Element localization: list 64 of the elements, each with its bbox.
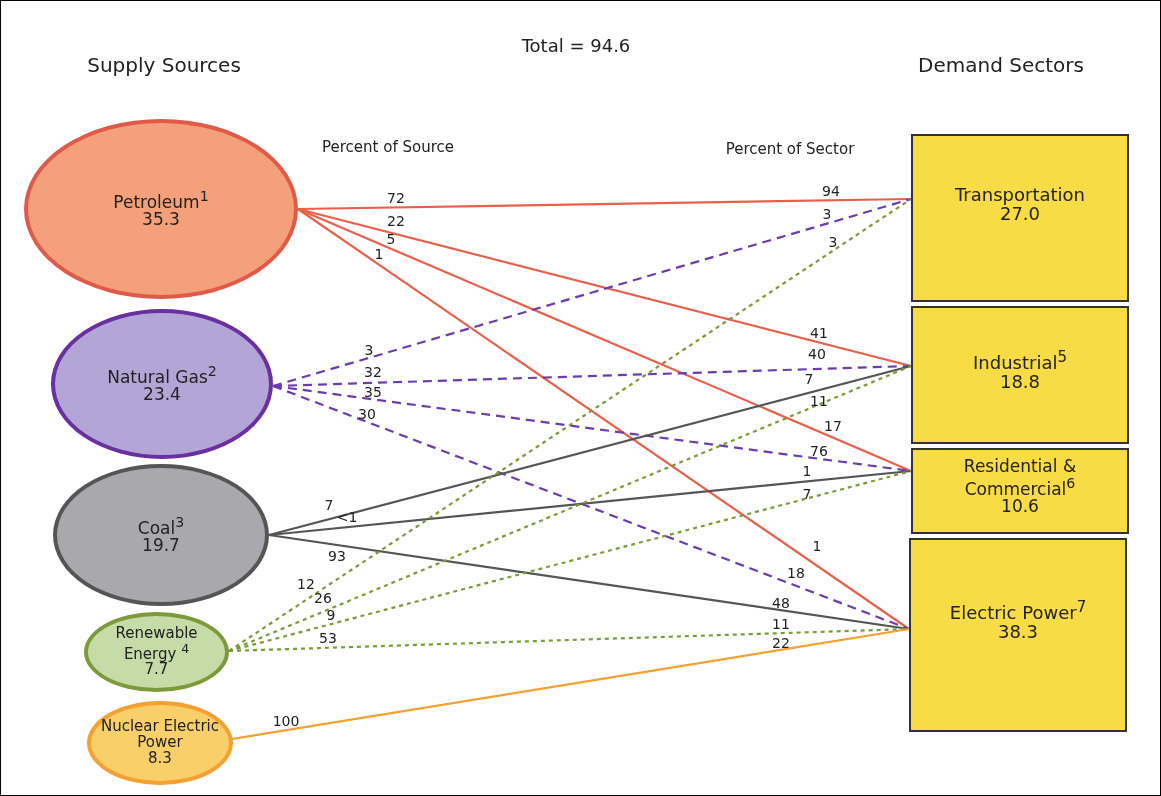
node-label: Industrial$^{5}$ bbox=[973, 350, 1067, 373]
connector-line bbox=[298, 197, 911, 211]
percent-label: 41 bbox=[810, 325, 828, 341]
connector-line bbox=[272, 384, 910, 631]
percent-label: 7 bbox=[804, 371, 814, 387]
edge-label: 9 bbox=[326, 607, 336, 623]
value-label: 27.0 bbox=[999, 204, 1041, 224]
value-label: 35.3 bbox=[142, 211, 180, 230]
percent-label: 17 bbox=[824, 418, 842, 434]
edge-label: 30 bbox=[358, 406, 376, 422]
percent-label: 11 bbox=[810, 393, 828, 409]
percent-label: 11 bbox=[772, 616, 790, 632]
sector-box bbox=[909, 538, 1127, 732]
value-label: 38.3 bbox=[997, 622, 1039, 642]
percent-label: 94 bbox=[822, 183, 840, 199]
edge-label: 5 bbox=[386, 231, 396, 247]
percent-label: 1 bbox=[802, 463, 812, 479]
percent-label: 3 bbox=[822, 206, 832, 222]
edge-label: 93 bbox=[328, 548, 346, 564]
edge-label: 35 bbox=[364, 384, 382, 400]
edge-label: 53 bbox=[319, 630, 337, 646]
percent-label: 7 bbox=[802, 486, 812, 502]
node-label: Transportation bbox=[955, 186, 1085, 205]
column-heading: Supply Sources bbox=[87, 53, 241, 77]
edge-label: 3 bbox=[364, 342, 374, 358]
node-label: Natural Gas$^{2}$ bbox=[107, 363, 217, 387]
edge-label: 26 bbox=[314, 590, 332, 606]
percent-label: 18 bbox=[787, 565, 805, 581]
axis-note: Percent of Sector bbox=[725, 140, 855, 158]
column-heading: Demand Sectors bbox=[918, 53, 1084, 77]
connector-line bbox=[297, 208, 910, 630]
sector-box bbox=[911, 448, 1129, 534]
value-label: 10.6 bbox=[1001, 498, 1039, 517]
value-label: 7.7 bbox=[144, 662, 169, 679]
percent-label: 1 bbox=[812, 538, 822, 554]
node-label: Coal$^{3}$ bbox=[137, 514, 185, 538]
value-label: 19.7 bbox=[142, 537, 180, 556]
diagram-title: Total = 94.6 bbox=[521, 34, 631, 56]
edge-label: 1 bbox=[374, 246, 384, 262]
node-label: Electric Power$^{7}$ bbox=[949, 600, 1087, 623]
percent-label: 22 bbox=[772, 635, 790, 651]
edge-label: 100 bbox=[272, 713, 300, 729]
edge-label: 72 bbox=[387, 190, 405, 206]
axis-note: Percent of Source bbox=[322, 138, 454, 156]
connector-line bbox=[228, 198, 912, 652]
connector-line bbox=[272, 197, 912, 388]
node-label: Residential & Commercial$^{6}$ bbox=[962, 458, 1078, 499]
percent-label: 76 bbox=[810, 443, 828, 459]
edge-label: 22 bbox=[387, 213, 405, 229]
value-label: 8.3 bbox=[148, 750, 172, 767]
edge-label: 32 bbox=[364, 364, 382, 380]
node-label: Nuclear Electric Power bbox=[99, 719, 221, 751]
sector-box bbox=[911, 134, 1129, 302]
sector-box bbox=[911, 306, 1129, 444]
edge-label: 7 bbox=[324, 497, 334, 513]
percent-label: 3 bbox=[828, 234, 838, 250]
node-label: Petroleum$^{1}$ bbox=[113, 188, 209, 212]
value-label: 18.8 bbox=[999, 372, 1041, 392]
percent-label: 48 bbox=[772, 595, 790, 611]
connector-line bbox=[231, 627, 910, 741]
node-label: Renewable Energy $^{4}$ bbox=[114, 625, 199, 663]
percent-label: 40 bbox=[808, 346, 826, 362]
value-label: 23.4 bbox=[143, 386, 181, 405]
edge-label: 12 bbox=[297, 576, 315, 592]
